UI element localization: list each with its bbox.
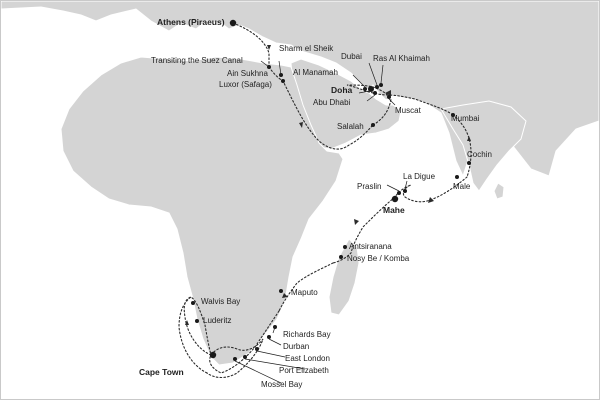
- route-sa-coast: [206, 310, 280, 379]
- route-arrow: [467, 136, 471, 141]
- leader-line: [256, 350, 286, 358]
- route-red-sea: [268, 66, 374, 150]
- port-marker-mossel-bay: [233, 357, 237, 361]
- label-nosy-be: Nosy Be / Komba: [347, 254, 410, 263]
- port-labels: Athens (Piraeus) Sharm el Sheik Transiti…: [139, 17, 492, 389]
- port-marker-manamah: [363, 87, 367, 91]
- port-marker-luxor: [281, 79, 285, 83]
- landmasses: [1, 1, 599, 366]
- route-arrow: [282, 293, 288, 298]
- label-richards-bay: Richards Bay: [283, 330, 331, 339]
- route-arrows: [185, 45, 471, 325]
- route-west-loop: [178, 296, 208, 374]
- port-marker-east-london: [255, 347, 259, 351]
- leader-line: [234, 360, 282, 384]
- label-antsiranana: Antsiranana: [349, 242, 392, 251]
- leader-line: [272, 326, 276, 334]
- port-marker-dubai: [375, 85, 379, 89]
- label-durban: Durban: [283, 342, 309, 351]
- leader-line: [260, 60, 270, 68]
- route-arrow: [385, 90, 391, 96]
- leader-line: [352, 74, 366, 88]
- label-praslin: Praslin: [357, 182, 381, 191]
- label-walvis-bay: Walvis Bay: [201, 297, 240, 306]
- port-marker-port-elizabeth: [243, 355, 247, 359]
- leader-line: [366, 94, 376, 102]
- port-marker-antsiranana: [343, 245, 347, 249]
- port-marker-ras: [379, 83, 383, 87]
- label-cochin: Cochin: [467, 150, 492, 159]
- route-med-to-red-sea: [232, 22, 270, 68]
- port-marker-mumbai: [451, 113, 455, 117]
- leader-line: [380, 64, 384, 84]
- port-marker-walvis-bay: [191, 301, 195, 305]
- port-marker-abu-dhabi: [373, 91, 377, 95]
- route-male-to-seychelles: [394, 176, 468, 203]
- leader-line: [268, 338, 282, 346]
- label-doha: Doha: [331, 85, 353, 95]
- label-ain-sukhna: Ain Sukhna: [227, 69, 268, 78]
- india: [440, 100, 527, 192]
- port-marker-durban: [267, 335, 271, 339]
- label-dubai: Dubai: [341, 52, 362, 61]
- port-marker-maputo: [279, 289, 283, 293]
- leader-line: [244, 358, 306, 370]
- label-port-elizabeth: Port Elizabeth: [279, 366, 329, 375]
- label-maputo: Maputo: [291, 288, 318, 297]
- label-muscat: Muscat: [395, 106, 422, 115]
- route-india-coast: [452, 114, 472, 178]
- port-marker-salalah: [371, 123, 375, 127]
- cruise-route: [178, 22, 472, 379]
- port-marker-cochin: [467, 161, 471, 165]
- port-marker-doha: [368, 86, 374, 92]
- route-arrow: [185, 320, 189, 325]
- route-arrow: [428, 197, 434, 203]
- africa: [60, 56, 344, 366]
- leader-line: [358, 90, 370, 94]
- leader-line: [388, 98, 396, 106]
- port-marker-la-digue: [403, 189, 407, 193]
- leader-line: [278, 60, 282, 76]
- label-mumbai: Mumbai: [451, 114, 480, 123]
- label-leaders: [234, 60, 408, 384]
- label-athens: Athens (Piraeus): [157, 17, 225, 27]
- port-marker-nosy-be: [339, 255, 343, 259]
- port-marker-muscat: [387, 95, 391, 99]
- route-arrow: [299, 122, 303, 128]
- route-arrow: [267, 45, 271, 50]
- label-ras: Ras Al Khaimah: [373, 54, 430, 63]
- port-markers: [191, 19, 471, 361]
- label-abu-dhabi: Abu Dhabi: [313, 98, 351, 107]
- leader-line: [386, 184, 400, 192]
- label-male: Male: [453, 182, 471, 191]
- sri-lanka: [493, 182, 505, 200]
- port-marker-male: [455, 175, 459, 179]
- leader-line: [368, 62, 378, 86]
- label-luderitz: Luderitz: [203, 316, 231, 325]
- port-marker-mahe: [391, 195, 399, 203]
- route-to-maputo: [278, 262, 334, 312]
- port-marker-praslin: [397, 191, 401, 195]
- route-to-madagascar: [332, 196, 396, 264]
- label-sharm: Sharm el Sheik: [279, 44, 334, 53]
- label-cape-town: Cape Town: [139, 367, 184, 377]
- port-marker-cape-town: [209, 351, 217, 359]
- label-manamah: Al Manamah: [293, 68, 338, 77]
- port-marker-luderitz: [195, 319, 199, 323]
- label-mossel-bay: Mossel Bay: [261, 380, 302, 389]
- label-east-london: East London: [285, 354, 330, 363]
- label-la-digue: La Digue: [403, 172, 436, 181]
- label-salalah: Salalah: [337, 122, 364, 131]
- label-luxor: Luxor (Safaga): [219, 80, 272, 89]
- route-west-coast: [183, 296, 212, 356]
- label-suez: Transiting the Suez Canal: [151, 56, 243, 65]
- port-marker-athens: [229, 19, 237, 27]
- leader-line: [404, 180, 408, 190]
- madagascar: [328, 238, 360, 316]
- label-mahe: Mahe: [383, 205, 405, 215]
- route-arrow: [354, 219, 359, 225]
